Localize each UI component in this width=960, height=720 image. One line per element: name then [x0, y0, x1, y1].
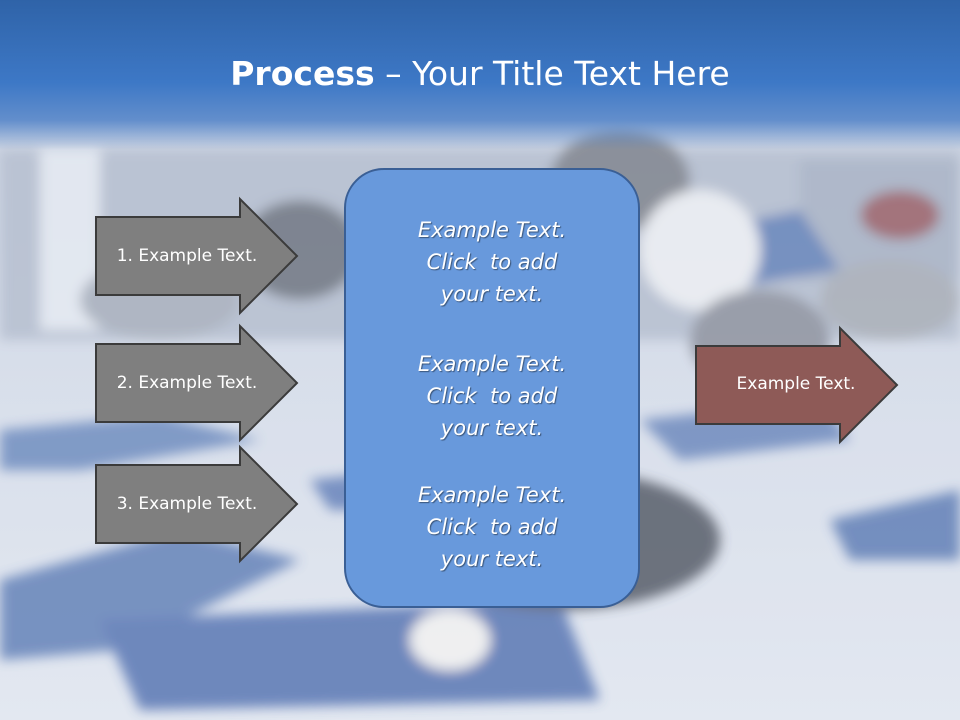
- left-arrow-2[interactable]: [95, 323, 300, 443]
- right-arrow-label: Example Text.: [736, 374, 856, 394]
- center-block-2-line2: Click to add: [426, 384, 558, 408]
- title-rest: – Your Title Text Here: [374, 54, 730, 93]
- right-arrow[interactable]: [695, 325, 900, 445]
- center-block-3: Example Text. Click to add your text.: [346, 479, 638, 575]
- center-block-1: Example Text. Click to add your text.: [346, 214, 638, 310]
- left-arrow-3[interactable]: [95, 444, 300, 564]
- title-bold: Process: [230, 54, 375, 93]
- left-arrow-1-label: 1. Example Text.: [116, 246, 258, 266]
- center-text-box[interactable]: Example Text. Click to add your text. Ex…: [344, 168, 640, 608]
- center-block-1-line3: your text.: [440, 282, 544, 306]
- center-block-2-line1: Example Text.: [417, 352, 567, 376]
- center-block-1-line2: Click to add: [426, 250, 558, 274]
- center-block-3-line1: Example Text.: [417, 483, 567, 507]
- title-band: [0, 0, 960, 150]
- left-arrow-2-label: 2. Example Text.: [116, 373, 258, 393]
- left-arrow-1[interactable]: [95, 196, 300, 316]
- center-block-3-line3: your text.: [440, 547, 544, 571]
- center-block-1-line1: Example Text.: [417, 218, 567, 242]
- left-arrow-3-label: 3. Example Text.: [116, 494, 258, 514]
- center-block-2-line3: your text.: [440, 416, 544, 440]
- slide-title: Process – Your Title Text Here: [0, 52, 960, 96]
- center-block-2: Example Text. Click to add your text.: [346, 348, 638, 444]
- center-block-3-line2: Click to add: [426, 515, 558, 539]
